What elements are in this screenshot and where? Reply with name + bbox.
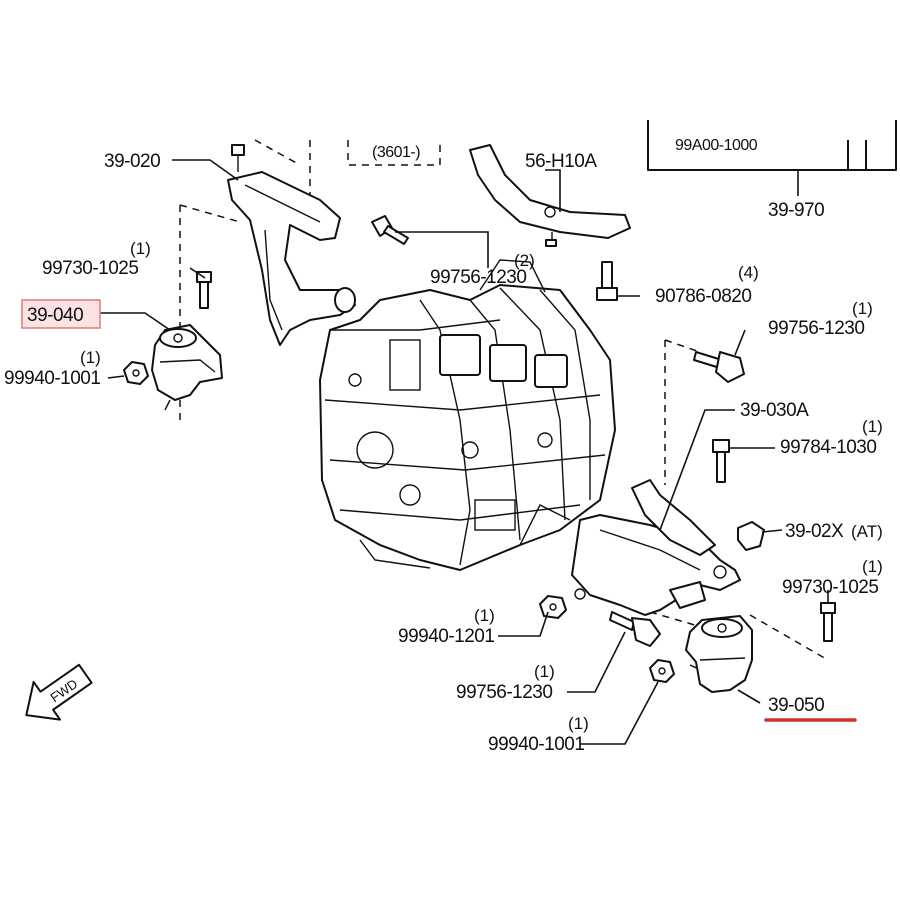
at-bracket-clip-icon (737, 521, 765, 551)
bolt-icon (371, 215, 409, 245)
part-90786-0820-label: 90786-0820 (655, 286, 751, 307)
engine-block (319, 259, 616, 571)
parts-table-fragment: 99A00-1000 (647, 120, 897, 171)
part-99784-1030-qty: (1) (862, 417, 883, 436)
part-99756-1230-top-label: 99756-1230 (430, 267, 526, 288)
lower-nut-icon (649, 659, 675, 683)
right-mount-bolt-icon (820, 602, 836, 642)
part-99784-1030-label: 99784-1030 (780, 437, 876, 458)
part-99756-1230-top-qty: (2) (514, 251, 535, 270)
part-99a00-label: 99A00-1000 (675, 137, 758, 154)
part-99940-1001-bottom-label: 99940-1001 (488, 734, 584, 755)
part-99756-1230-right-qty: (1) (852, 299, 873, 318)
bracket-bolt-icon (712, 439, 730, 483)
front-direction-arrow-icon: FWD (25, 663, 93, 721)
part-56-h10a-label: 56-H10A (525, 151, 597, 172)
part-99940-1001-left-label: 99940-1001 (4, 368, 100, 389)
part-99730-1025-right-label: 99730-1025 (782, 577, 878, 598)
left-engine-bracket (227, 144, 356, 346)
part-39-040-label: 39-040 (27, 305, 83, 326)
right-engine-mount (685, 615, 753, 693)
lower-bolt-icon (609, 611, 661, 647)
part-99940-1001-bottom-qty: (1) (568, 714, 589, 733)
part-90786-0820-qty: (4) (738, 263, 759, 282)
transmission-crossmember (469, 144, 631, 247)
part-99756-1230-bottom-qty: (1) (534, 662, 555, 681)
part-39-970-label: 39-970 (768, 200, 824, 221)
part-99756-1230-right-label: 99756-1230 (768, 318, 864, 339)
part-99730-1025-left-qty: (1) (130, 239, 151, 258)
part-39-050-label: 39-050 (768, 695, 824, 716)
part-39-02x-label: 39-02X (785, 521, 844, 542)
part-99940-1001-left-qty: (1) (80, 348, 101, 367)
left-engine-mount (151, 324, 223, 411)
part-39-040-highlight-box (21, 299, 101, 329)
stud-bolt-icon (596, 261, 618, 301)
part-99756-1230-bottom-label: 99756-1230 (456, 682, 552, 703)
part-99730-1025-left-label: 99730-1025 (42, 258, 138, 279)
leader-lines (100, 159, 829, 745)
part-3601-label: (3601-) (372, 144, 420, 161)
left-mount-nut-icon (123, 361, 149, 385)
dashed-guides (179, 139, 829, 679)
part-39-020-label: 39-020 (104, 151, 160, 172)
part-39-030a-label: 39-030A (740, 400, 809, 421)
part-99940-1201-label: 99940-1201 (398, 626, 494, 647)
part-99940-1201-qty: (1) (474, 606, 495, 625)
part-39-02x-qty: (AT) (851, 522, 883, 541)
bracket-nut-icon (539, 595, 567, 619)
part-99730-1025-right-qty: (1) (862, 557, 883, 576)
right-engine-bracket (571, 479, 741, 616)
right-upper-bolt-icon (693, 351, 745, 383)
